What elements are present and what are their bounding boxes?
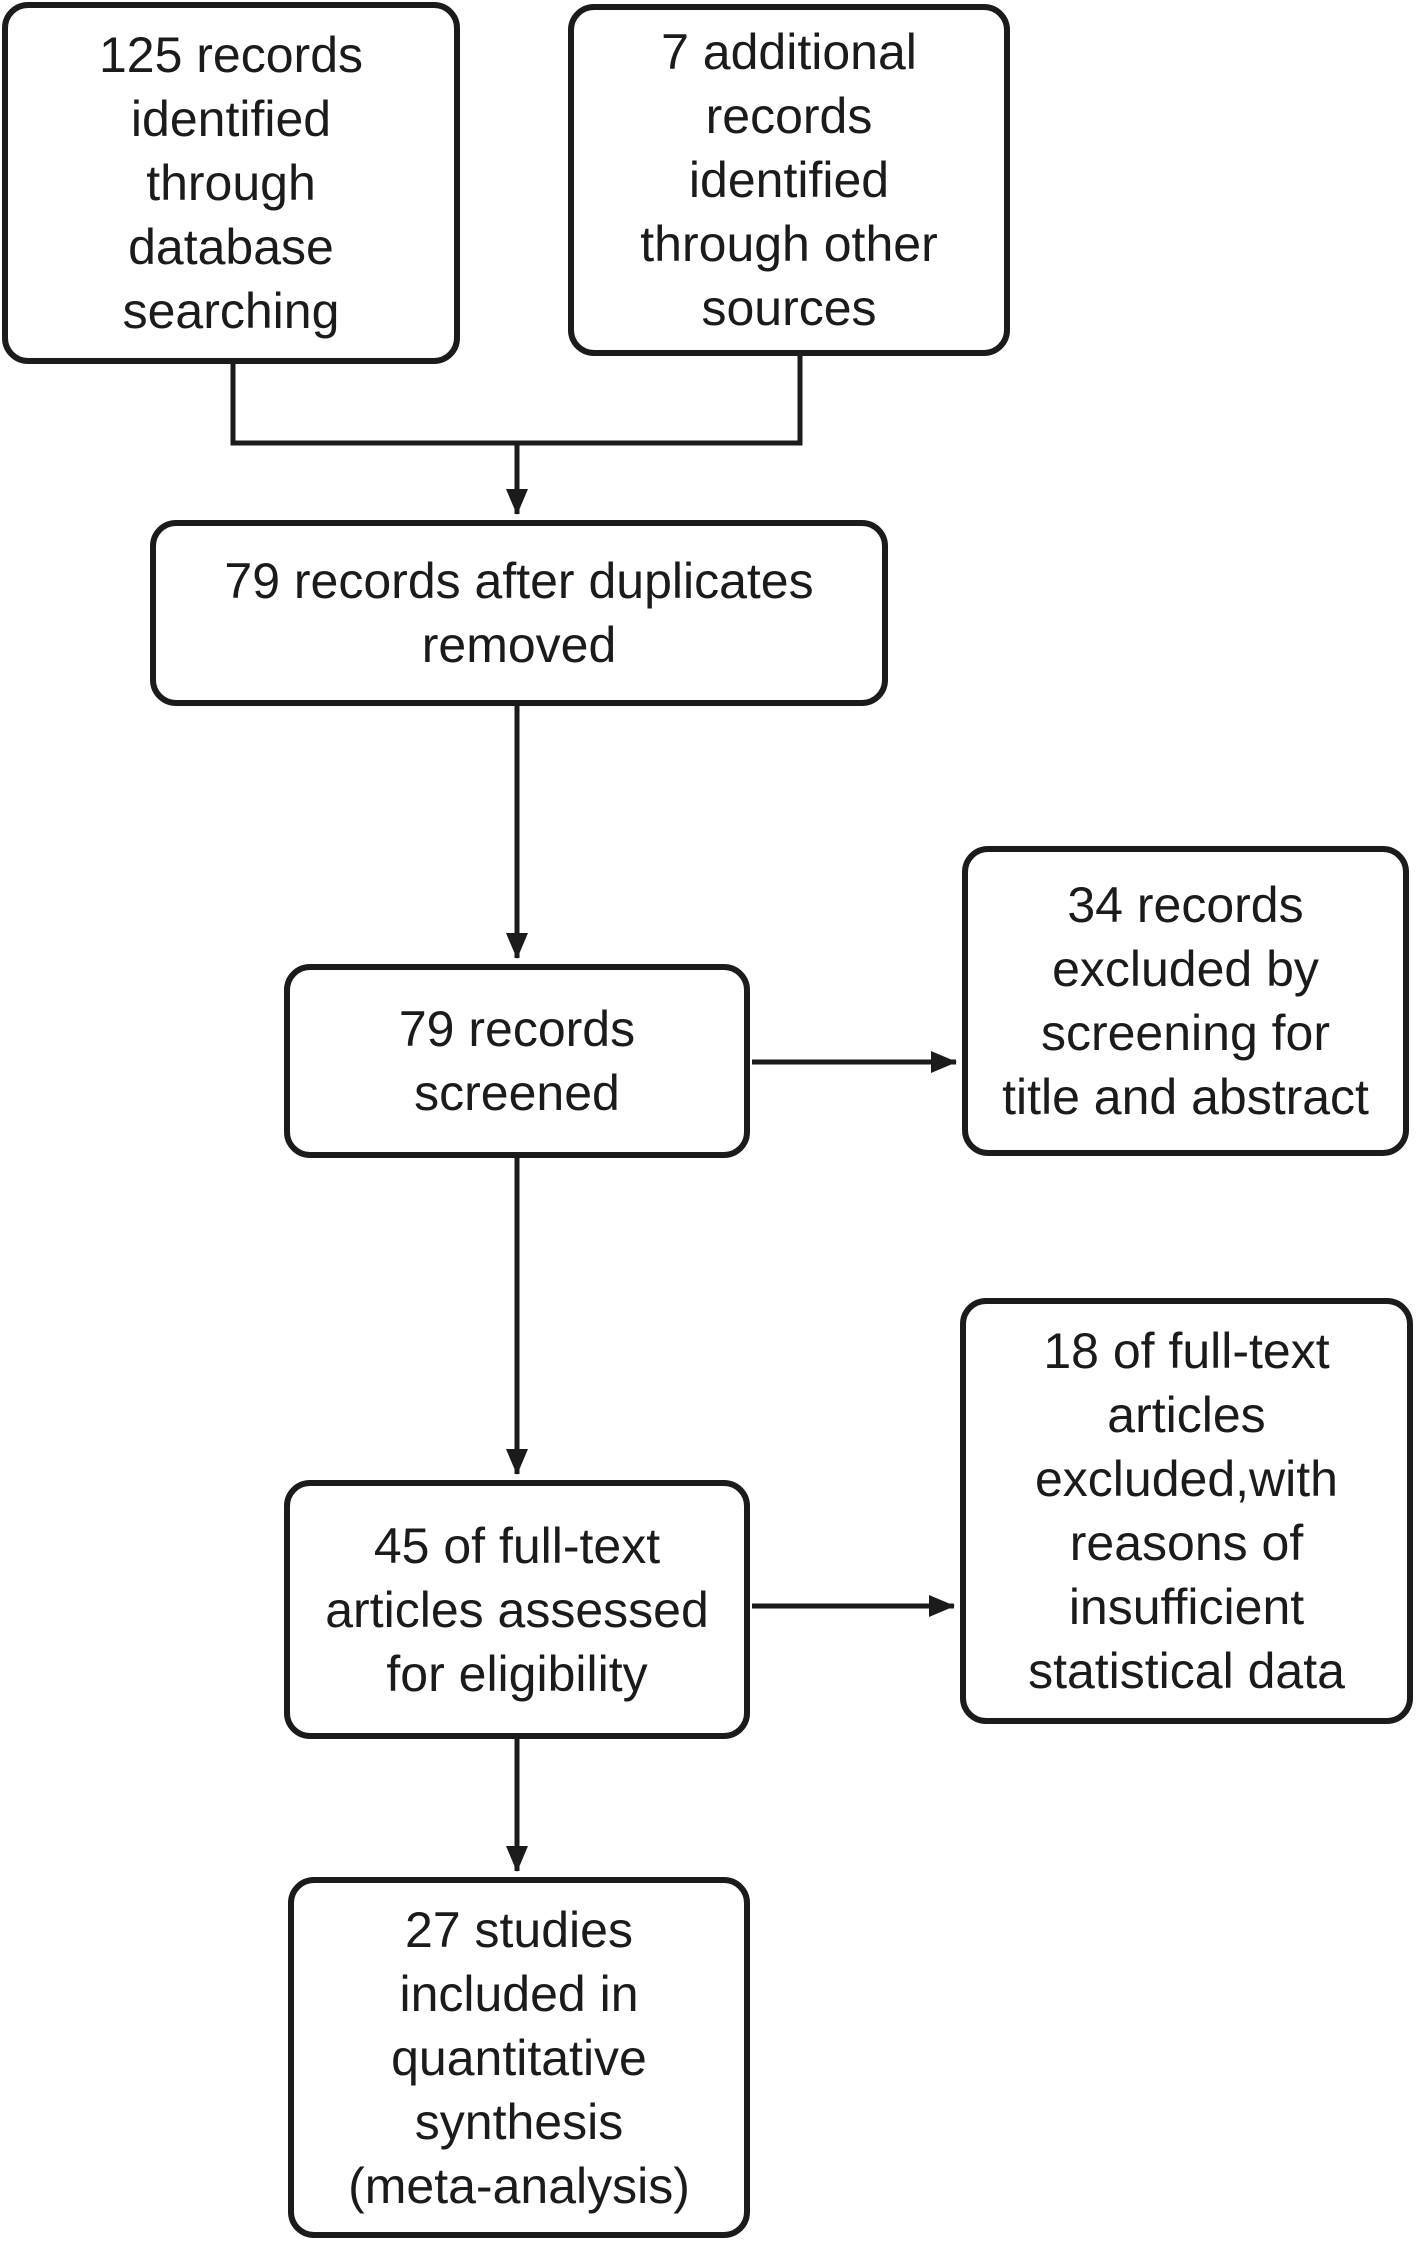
box-studies-included-meta-analysis: 27 studies included in quantitative synt… <box>288 1877 750 2238</box>
box-fulltext-articles-excluded: 18 of full-text articles excluded,with r… <box>960 1298 1413 1724</box>
box-fulltext-articles-assessed: 45 of full-text articles assessed for el… <box>284 1480 750 1739</box>
box-records-identified-database: 125 records identified through database … <box>2 2 460 364</box>
box-records-excluded-by-screening: 34 records excluded by screening for tit… <box>962 846 1409 1156</box>
box-records-after-duplicates-removed: 79 records after duplicates removed <box>150 520 888 706</box>
box-records-screened: 79 records screened <box>284 964 750 1158</box>
connector-merge-sources <box>230 354 803 446</box>
box-records-identified-other-sources: 7 additional records identified through … <box>568 4 1010 356</box>
